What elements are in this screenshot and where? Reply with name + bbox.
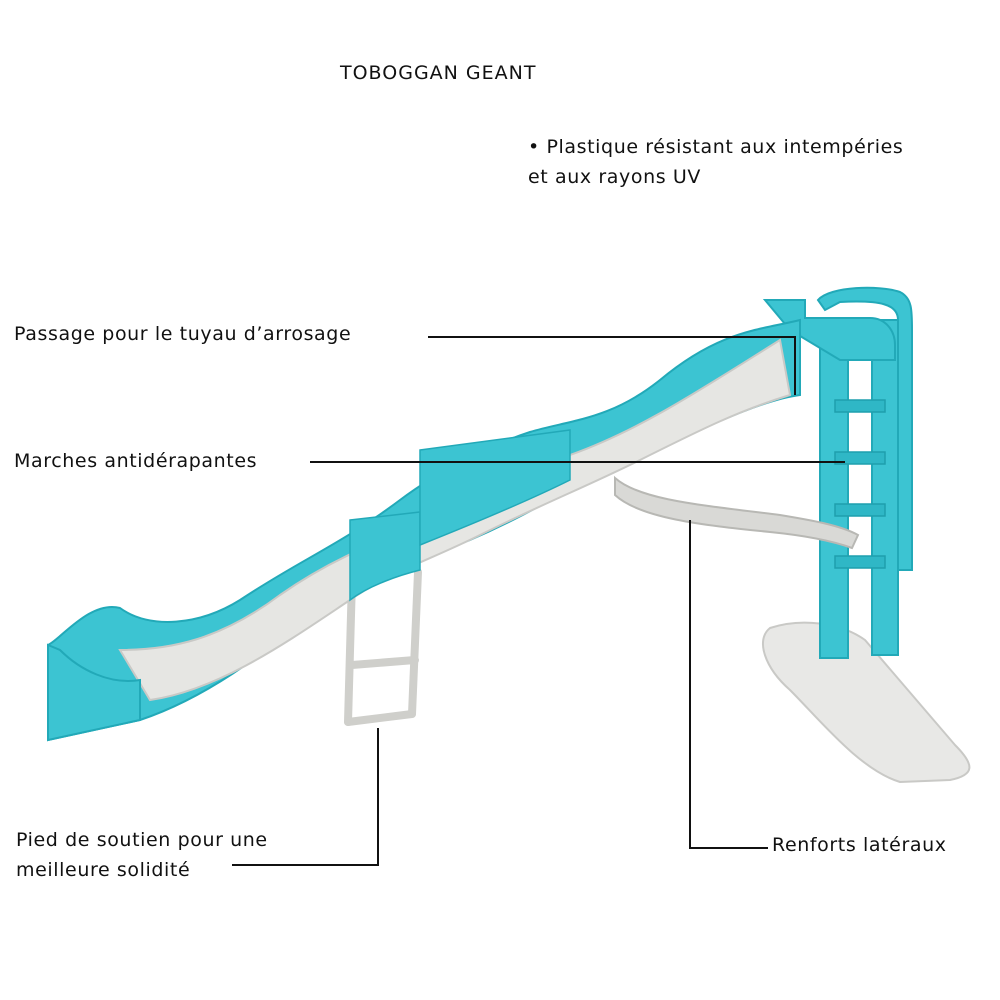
page-title: TOBOGGAN GEANT [340, 62, 537, 84]
leader-renforts [689, 520, 768, 849]
slide-panel [349, 511, 421, 602]
handrail [816, 286, 913, 571]
slide-exit [47, 643, 141, 742]
feature-text: • Plastique résistant aux intempéries et… [528, 132, 903, 192]
feature-line-1: • Plastique résistant aux intempéries [528, 136, 904, 158]
slide-panel [419, 429, 571, 547]
ladder-step [834, 555, 886, 569]
leader-passage [428, 336, 796, 395]
ladder-rail-right [871, 319, 899, 656]
lateral-reinforcement [614, 475, 860, 550]
ladder-rail-left [819, 339, 849, 659]
ladder-step [834, 451, 886, 465]
ladder-steps [834, 399, 886, 569]
ladder-step [834, 399, 886, 413]
label-pied: Pied de soutien pour une meilleure solid… [16, 825, 268, 885]
top-platform [762, 299, 896, 361]
ladder-step [834, 503, 886, 517]
label-marches: Marches antidérapantes [14, 450, 258, 472]
annotation-lines [232, 336, 845, 866]
leader-pied [232, 728, 379, 866]
support-leg [344, 568, 422, 726]
base-foot [761, 621, 971, 784]
feature-line-2: et aux rayons UV [528, 166, 701, 188]
label-pied-line-2: meilleure solidité [16, 859, 191, 881]
label-pied-line-1: Pied de soutien pour une [16, 829, 268, 851]
label-renforts: Renforts latéraux [772, 834, 947, 856]
label-passage: Passage pour le tuyau d’arrosage [14, 323, 352, 345]
